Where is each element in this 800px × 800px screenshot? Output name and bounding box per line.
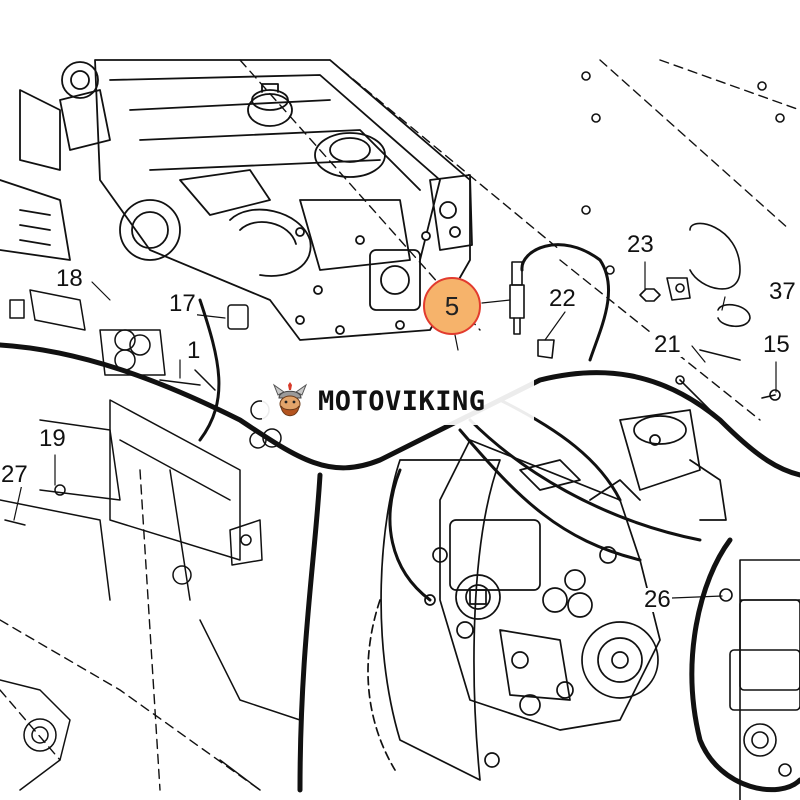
left-hardware [0,289,301,791]
callout-18: 18 [55,265,84,292]
control-unit [719,559,800,800]
callout-27: 27 [0,461,29,488]
wiring-harness [0,342,800,793]
callout-21: 21 [653,331,682,358]
solenoid-valve [619,409,727,521]
callout-15: 15 [762,331,791,358]
speed-sensor-part [509,261,525,335]
leader-lines [13,261,777,599]
callout-26: 26 [643,586,672,613]
brand-watermark: MOTOVIKING [262,377,534,425]
viking-head-icon [272,382,308,417]
right-hardware [537,71,785,421]
callout-19: 19 [38,425,67,452]
watermark-brand-text: MOTOVIKING [318,385,486,417]
hydraulic-pump-assembly [367,439,661,781]
callout-23: 23 [626,231,655,258]
engine-block [0,59,473,341]
highlighted-callout-5: 5 [423,277,481,335]
callout-37: 37 [768,278,797,305]
callout-22: 22 [548,285,577,312]
block-bolts [295,227,431,335]
callout-1: 1 [186,337,202,364]
callout-17: 17 [168,290,197,317]
